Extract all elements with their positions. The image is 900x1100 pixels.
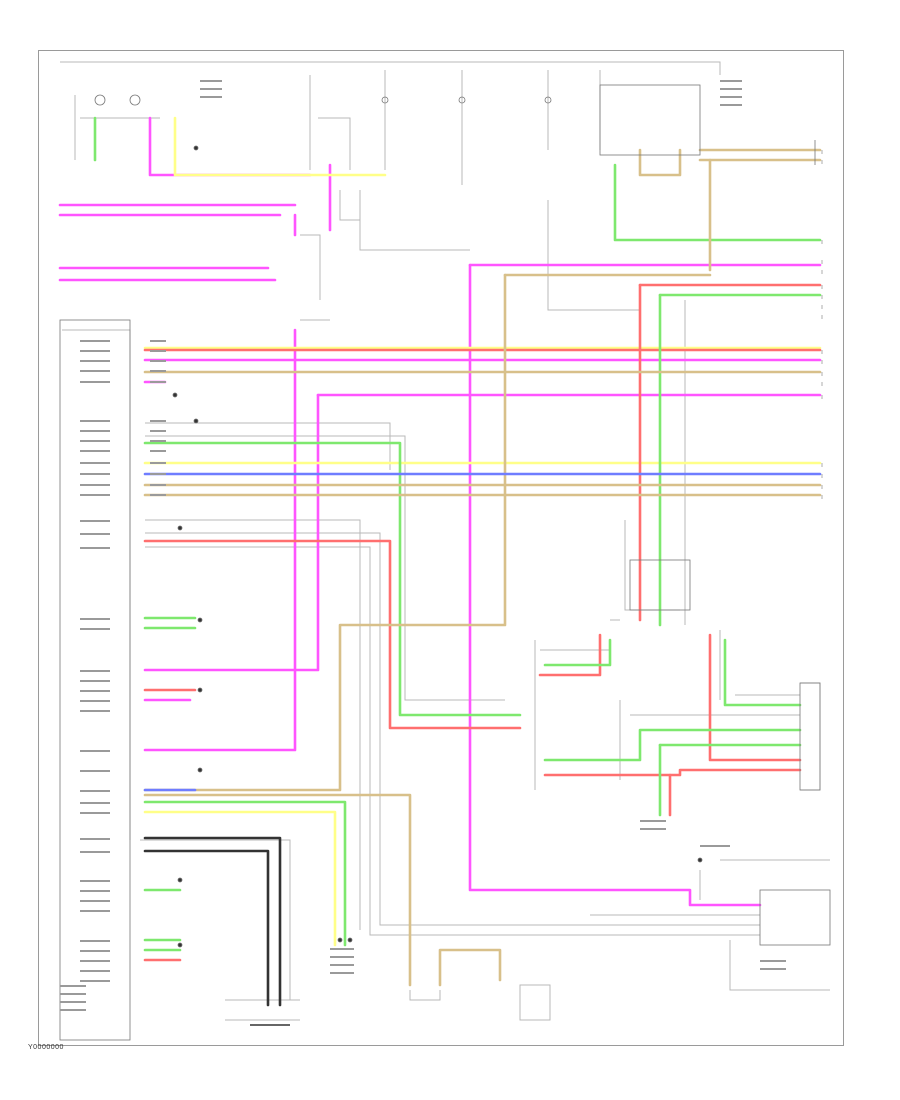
ground-point	[193, 418, 199, 424]
ground-point	[193, 145, 199, 151]
components	[59, 84, 831, 1041]
ground-point	[337, 937, 343, 943]
blue-wires	[143, 472, 822, 792]
ground-point	[177, 525, 183, 531]
bottom-right-module	[759, 889, 831, 946]
switch-symbol	[129, 94, 141, 106]
tan-wires	[143, 148, 822, 987]
ground-point	[197, 617, 203, 623]
yellow-wires	[143, 116, 822, 947]
diagram-footer-code: Y0000000	[28, 1044, 64, 1051]
green-wires	[93, 116, 822, 952]
ground-point	[697, 857, 703, 863]
fuse-symbol	[458, 96, 466, 104]
switch-symbol	[94, 94, 106, 106]
junction-connector	[629, 559, 691, 611]
ground-point	[197, 767, 203, 773]
fuse-symbol	[544, 96, 552, 104]
right-connector	[799, 682, 821, 791]
pink-wires	[58, 116, 822, 907]
ground-point	[177, 942, 183, 948]
black-wires	[143, 836, 282, 1007]
ground-point	[172, 392, 178, 398]
ground-point	[347, 937, 353, 943]
fuse-symbol	[381, 96, 389, 104]
relay-box	[599, 84, 701, 156]
control-module-box	[59, 319, 131, 1041]
ground-point	[197, 687, 203, 693]
red-wires	[143, 283, 822, 962]
label-marks	[60, 80, 786, 1011]
diagram-frame	[38, 50, 844, 1046]
ground-point	[177, 877, 183, 883]
